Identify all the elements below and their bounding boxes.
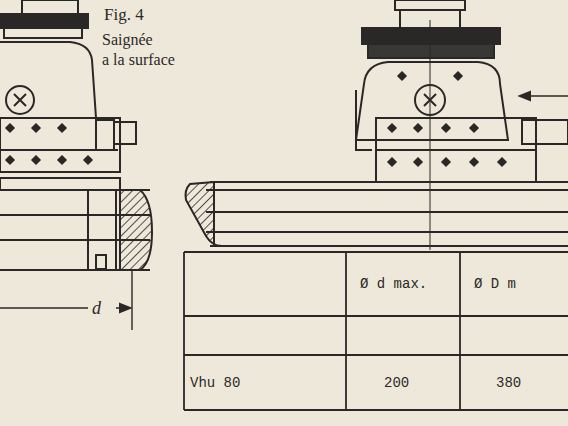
rivet-mark bbox=[84, 156, 92, 164]
plate-lower bbox=[368, 44, 494, 58]
tube-bottom bbox=[0, 269, 150, 271]
rivet-mark bbox=[58, 156, 66, 164]
bolt bbox=[96, 255, 106, 269]
tool-body bbox=[376, 118, 536, 182]
arrow-head bbox=[520, 92, 530, 100]
table-cell: Vhu 80 bbox=[190, 375, 240, 393]
figure-caption: Saignée a la surface bbox=[102, 30, 220, 70]
head-plate bbox=[362, 28, 500, 44]
rivet-mark bbox=[398, 72, 406, 80]
rivet-mark bbox=[454, 72, 462, 80]
tool-body bbox=[0, 118, 120, 172]
flange bbox=[114, 122, 136, 144]
spindle-stem bbox=[22, 0, 78, 14]
body-line bbox=[376, 149, 536, 151]
body-line bbox=[0, 149, 118, 151]
handwheel-symbol bbox=[6, 86, 34, 114]
clamp-block bbox=[88, 190, 116, 270]
rivet-mark bbox=[6, 156, 14, 164]
center-line bbox=[430, 20, 431, 250]
gear-housing bbox=[356, 62, 508, 140]
handwheel-cross bbox=[14, 94, 26, 106]
dimension-label: d bbox=[92, 297, 101, 320]
housing-side bbox=[356, 90, 372, 150]
rivet-mark bbox=[414, 158, 422, 166]
rivet-mark bbox=[442, 158, 450, 166]
rivet-mark bbox=[32, 124, 40, 132]
data-table bbox=[184, 252, 568, 410]
rivet-mark bbox=[498, 158, 506, 166]
rivet-mark bbox=[58, 124, 66, 132]
table-cell: 200 bbox=[384, 375, 409, 393]
workpiece-section bbox=[120, 190, 152, 270]
dimension-arrow bbox=[120, 304, 130, 312]
rivet-mark bbox=[6, 124, 14, 132]
rivet-mark bbox=[414, 124, 422, 132]
rivet-mark bbox=[470, 124, 478, 132]
plate-lower bbox=[4, 28, 82, 38]
figure-number: Fig. 4 bbox=[104, 4, 144, 25]
table-header: Ø d max. bbox=[360, 276, 427, 294]
head-plate bbox=[0, 14, 88, 28]
side-block bbox=[96, 120, 114, 150]
workpiece-lines bbox=[206, 182, 568, 246]
spindle-stem bbox=[395, 0, 465, 10]
rivet-mark bbox=[388, 158, 396, 166]
feed-arm bbox=[522, 120, 568, 144]
dimension-line bbox=[0, 307, 130, 308]
rivet-mark bbox=[470, 158, 478, 166]
table-header: Ø D m bbox=[474, 276, 516, 294]
rivet-mark bbox=[442, 124, 450, 132]
table-cell: 380 bbox=[496, 375, 521, 393]
extension-line bbox=[131, 270, 132, 330]
rivet-mark bbox=[32, 156, 40, 164]
rivet-mark bbox=[388, 124, 396, 132]
ring-top bbox=[0, 178, 120, 190]
gear-housing bbox=[0, 42, 96, 118]
workpiece-section bbox=[186, 182, 223, 246]
